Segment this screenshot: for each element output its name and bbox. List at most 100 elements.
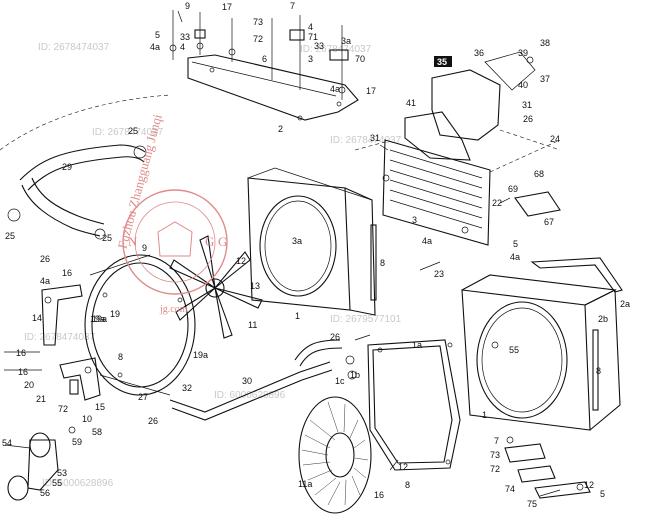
callout: 12: [236, 256, 246, 266]
callout: 73: [253, 17, 263, 27]
callout: 27: [138, 392, 148, 402]
callout: 73: [490, 450, 500, 460]
fan-impeller: [298, 396, 372, 514]
callout: 56: [40, 488, 50, 498]
callout: 37: [540, 74, 550, 84]
callout: 70: [355, 54, 365, 64]
watermark: ID: 2679577101: [330, 314, 402, 325]
callout: 11: [248, 320, 257, 330]
callout: 71: [308, 32, 318, 42]
callout: 19a: [90, 314, 105, 324]
callout: 75: [527, 499, 537, 509]
callout: 12: [584, 480, 594, 490]
callout: 67: [544, 217, 554, 227]
callout: 16: [374, 490, 384, 500]
callout: 16: [16, 348, 26, 358]
callout: 1b: [350, 370, 360, 380]
watermark: ID: 6000628896: [42, 478, 114, 489]
callout: 54: [2, 438, 12, 448]
callout: 39: [518, 48, 528, 58]
left-bracket-assembly: [4, 284, 101, 401]
cover-assembly: [404, 51, 536, 161]
callout: 55: [509, 345, 519, 355]
callout: 1c: [335, 376, 345, 386]
callout: 22: [492, 198, 502, 208]
callout: 7: [290, 1, 295, 11]
callout: 2: [278, 124, 283, 134]
callout: 36: [474, 48, 484, 58]
callout: 5: [513, 239, 518, 249]
watermark: ID: 2678474037: [38, 42, 110, 53]
fan-shroud-upper: [247, 167, 377, 316]
fan-shroud-right: [461, 257, 623, 431]
watermark: ID: 6000628896: [214, 390, 286, 401]
callout: 26: [523, 114, 533, 124]
callout: 24: [550, 134, 560, 144]
radiator-core: [354, 129, 561, 246]
stamp-letter: G: [205, 234, 214, 249]
callout: 33: [314, 41, 324, 51]
bracket-plate: [514, 191, 561, 217]
callout: 8: [596, 366, 601, 376]
callout: 4: [308, 22, 313, 32]
tensioner-assembly: [4, 426, 76, 501]
callout: 72: [490, 464, 500, 474]
stamp-url: jg.com: [159, 304, 188, 315]
reference-badge: 35: [434, 56, 452, 67]
cooling-fan: [169, 235, 263, 339]
watermark: ID: 2678474037: [24, 332, 96, 343]
stamp-letter: N: [128, 234, 138, 249]
callout: 4a: [330, 84, 340, 94]
callout: 53: [57, 468, 67, 478]
callout: 4: [180, 42, 185, 52]
callout: 16: [62, 268, 72, 278]
callout: 4a: [40, 276, 50, 286]
callout: 38: [540, 38, 550, 48]
callout: 59: [72, 437, 82, 447]
callout: 40: [518, 80, 528, 90]
callout: 1: [482, 410, 487, 420]
callout: 33: [180, 32, 190, 42]
callout: 19a: [193, 350, 208, 360]
callout: 9: [142, 243, 147, 253]
callout: 25: [5, 231, 15, 241]
callout: 72: [58, 404, 68, 414]
callout: 68: [534, 169, 544, 179]
callout: 8: [118, 352, 123, 362]
callout: 4a: [422, 236, 432, 246]
callout-labels: 9 17 5 4a 33 4 73 72 6 7 4 71 33 3 3a 70…: [2, 1, 630, 509]
callout: 19a: [92, 314, 107, 324]
callout: 3: [308, 54, 313, 64]
callout: 41: [406, 98, 416, 108]
callout: 9: [185, 1, 190, 11]
callout: 12: [398, 462, 408, 472]
fan-ring-left: [84, 254, 196, 396]
callout: 8: [405, 480, 410, 490]
callout: 30: [242, 376, 252, 386]
callout: 25: [102, 233, 112, 243]
watermark: ID: 2678474037: [330, 135, 402, 146]
fan-shroud-lower: [367, 339, 461, 471]
callout: 23: [434, 269, 444, 279]
callout: 3a: [341, 36, 351, 46]
callout: 13: [250, 281, 260, 291]
callout: 26: [40, 254, 50, 264]
lower-right-fittings: [504, 436, 591, 499]
callout: 2a: [620, 299, 630, 309]
callout: 31: [370, 133, 380, 143]
top-mounting-plate: [169, 10, 359, 121]
callout: 10: [82, 414, 92, 424]
leader-lines: [177, 10, 561, 497]
callout: 3a: [292, 236, 302, 246]
callout: 31: [522, 100, 532, 110]
callout: 6: [262, 54, 267, 64]
callout: 11a: [298, 479, 312, 489]
callout: 74: [505, 484, 515, 494]
callout: 17: [366, 86, 376, 96]
callout: 26: [148, 416, 158, 426]
watermark: ID: 2678474037: [92, 127, 164, 138]
stamp-letter: G: [218, 234, 227, 249]
callout: 69: [508, 184, 518, 194]
callout: 5: [155, 30, 160, 40]
